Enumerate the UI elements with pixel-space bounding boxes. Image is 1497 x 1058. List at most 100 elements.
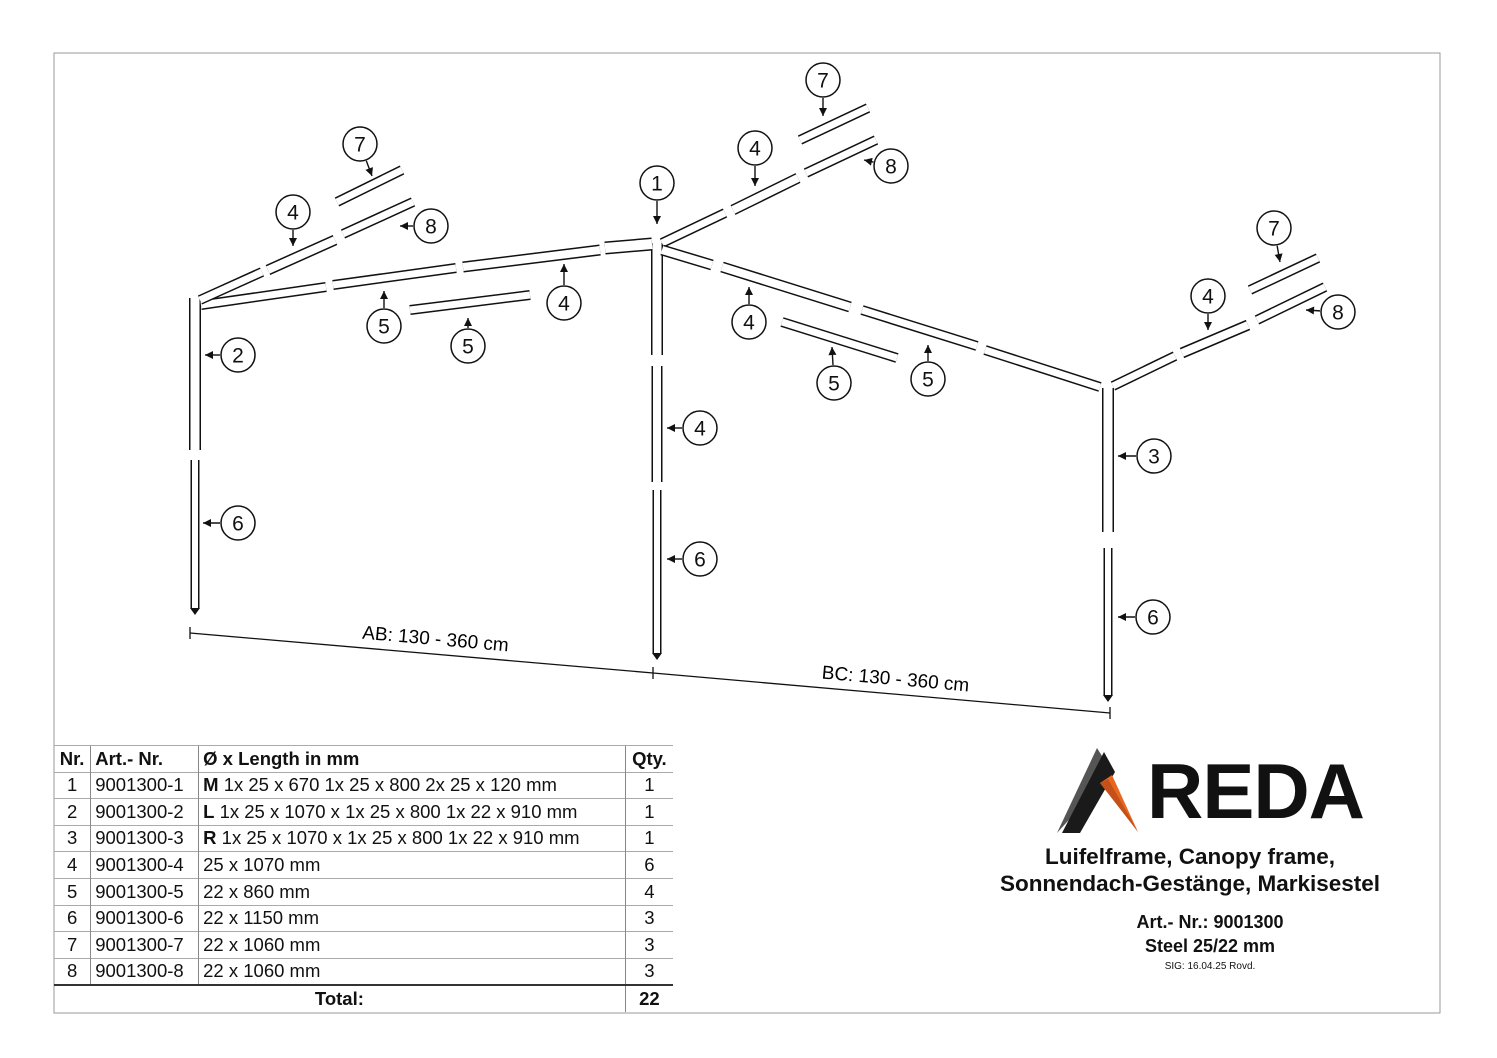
callout-circle <box>816 365 852 401</box>
callout-8: 8 <box>873 148 909 184</box>
arrowhead-icon <box>1204 322 1212 330</box>
arrowhead-icon <box>289 238 297 246</box>
dimension-text: 1x 25 x 1070 x 1x 25 x 800 1x 22 x 910 m… <box>216 827 580 849</box>
header-dimensions: Ø x Length in mm <box>198 745 626 773</box>
product-title: Luifelframe, Canopy frame, Sonnendach-Ge… <box>960 843 1420 897</box>
table-row: 2 9001300-2 L 1x 25 x 1070 x 1x 25 x 800… <box>54 798 673 826</box>
total-value: 22 <box>624 984 673 1012</box>
callout-5: 5 <box>450 328 486 364</box>
cell-art-nr: 9001300-5 <box>90 877 199 906</box>
header-art-nr: Art.- Nr. <box>90 745 199 773</box>
callout-4: 4 <box>1190 278 1226 314</box>
variant-prefix: L <box>203 800 215 822</box>
callout-6: 6 <box>220 505 256 541</box>
callout-circle <box>910 361 946 397</box>
callout-3: 3 <box>1136 438 1172 474</box>
arrowhead-icon <box>667 555 675 563</box>
arrowhead-icon <box>400 222 408 230</box>
callout-number: 5 <box>828 373 840 396</box>
cell-qty: 3 <box>624 957 673 986</box>
callout-number: 8 <box>885 156 897 179</box>
callout-circle <box>1190 278 1226 314</box>
variant-prefix: M <box>203 774 219 796</box>
tube <box>720 261 852 313</box>
callout-number: 5 <box>378 316 390 339</box>
cell-dimensions: 25 x 1070 mm <box>198 851 626 879</box>
callout-number: 4 <box>749 138 761 161</box>
cell-nr: 2 <box>54 798 91 826</box>
tube <box>1254 282 1328 325</box>
callout-number: 7 <box>817 70 829 93</box>
table-row: 6 9001300-6 22 x 1150 mm 3 <box>54 904 673 932</box>
arrowhead-icon <box>751 178 759 186</box>
callout-circle <box>450 328 486 364</box>
sheet-border <box>53 52 1441 1014</box>
callout-5: 5 <box>366 308 402 344</box>
cell-dimensions: 22 x 860 mm <box>198 877 626 906</box>
cell-dimensions: 22 x 1150 mm <box>198 904 626 932</box>
tube <box>462 244 601 273</box>
callout-number: 4 <box>694 418 706 441</box>
callout-5: 5 <box>910 361 946 397</box>
callout-8: 8 <box>413 208 449 244</box>
tube <box>197 267 265 305</box>
foot-tip <box>190 608 200 615</box>
tube <box>1247 253 1321 295</box>
callout-number: 4 <box>743 312 755 335</box>
foot-tip <box>652 653 662 660</box>
tube <box>200 282 327 310</box>
arrowhead-icon <box>1118 613 1126 621</box>
parts-table: Nr. Art.- Nr. Ø x Length in mm Qty. 1 90… <box>54 745 673 1012</box>
arrowhead-icon <box>205 351 213 359</box>
cell-art-nr: 9001300-8 <box>90 957 199 986</box>
arrowhead-icon <box>560 264 568 272</box>
table-row: 4 9001300-4 25 x 1070 mm 6 <box>54 851 673 879</box>
callout-circle <box>1136 438 1172 474</box>
cell-dimensions: R 1x 25 x 1070 x 1x 25 x 800 1x 22 x 910… <box>198 824 626 852</box>
cell-qty: 4 <box>624 877 673 906</box>
cell-qty: 3 <box>624 931 673 959</box>
callout-circle <box>1135 599 1171 635</box>
variant-prefix: R <box>203 827 217 849</box>
arrowhead-icon <box>667 424 675 432</box>
header-nr: Nr. <box>54 745 91 773</box>
cell-qty: 1 <box>624 824 673 852</box>
frame-tubes <box>189 103 1328 702</box>
callout-number: 4 <box>287 202 299 225</box>
tube <box>1179 319 1251 359</box>
callout-number: 4 <box>1202 286 1214 309</box>
dimension-text: 25 x 1070 mm <box>203 853 321 875</box>
callout-circle <box>275 194 311 230</box>
product-meta: Art.- Nr.: 9001300 Steel 25/22 mm SIG: 1… <box>1060 910 1360 976</box>
tube <box>983 345 1102 392</box>
header-qty: Qty. <box>624 745 673 773</box>
arrowhead-icon <box>380 291 388 299</box>
article-number: Art.- Nr.: 9001300 <box>1136 912 1284 932</box>
cell-nr: 8 <box>54 957 91 986</box>
arrowhead-icon <box>464 318 472 326</box>
callout-circle <box>413 208 449 244</box>
tube <box>797 103 871 145</box>
signature: SIG: 16.04.25 Rovd. <box>1164 961 1256 972</box>
arrowhead-icon <box>828 347 837 356</box>
callout-7: 7 <box>805 62 841 98</box>
table-row: 1 9001300-1 M 1x 25 x 670 1x 25 x 800 2x… <box>54 771 673 799</box>
callout-number: 5 <box>922 369 934 392</box>
dimension-text: 22 x 1150 mm <box>203 907 319 929</box>
total-row: Total:22 <box>54 984 673 1012</box>
callout-circle <box>366 308 402 344</box>
callout-circle <box>220 337 256 373</box>
callout-circle <box>639 165 675 201</box>
arrowhead-icon <box>819 108 827 116</box>
callout-7: 7 <box>1256 210 1292 246</box>
foot-tip <box>1103 695 1113 702</box>
callout-circle <box>682 541 718 577</box>
arrowhead-icon <box>1274 253 1283 262</box>
cell-qty: 1 <box>624 771 673 799</box>
cell-qty: 1 <box>624 798 673 826</box>
callout-circle <box>1320 294 1356 330</box>
callout-number: 8 <box>425 216 437 239</box>
tube <box>1110 351 1178 391</box>
material: Steel 25/22 mm <box>1144 936 1276 956</box>
